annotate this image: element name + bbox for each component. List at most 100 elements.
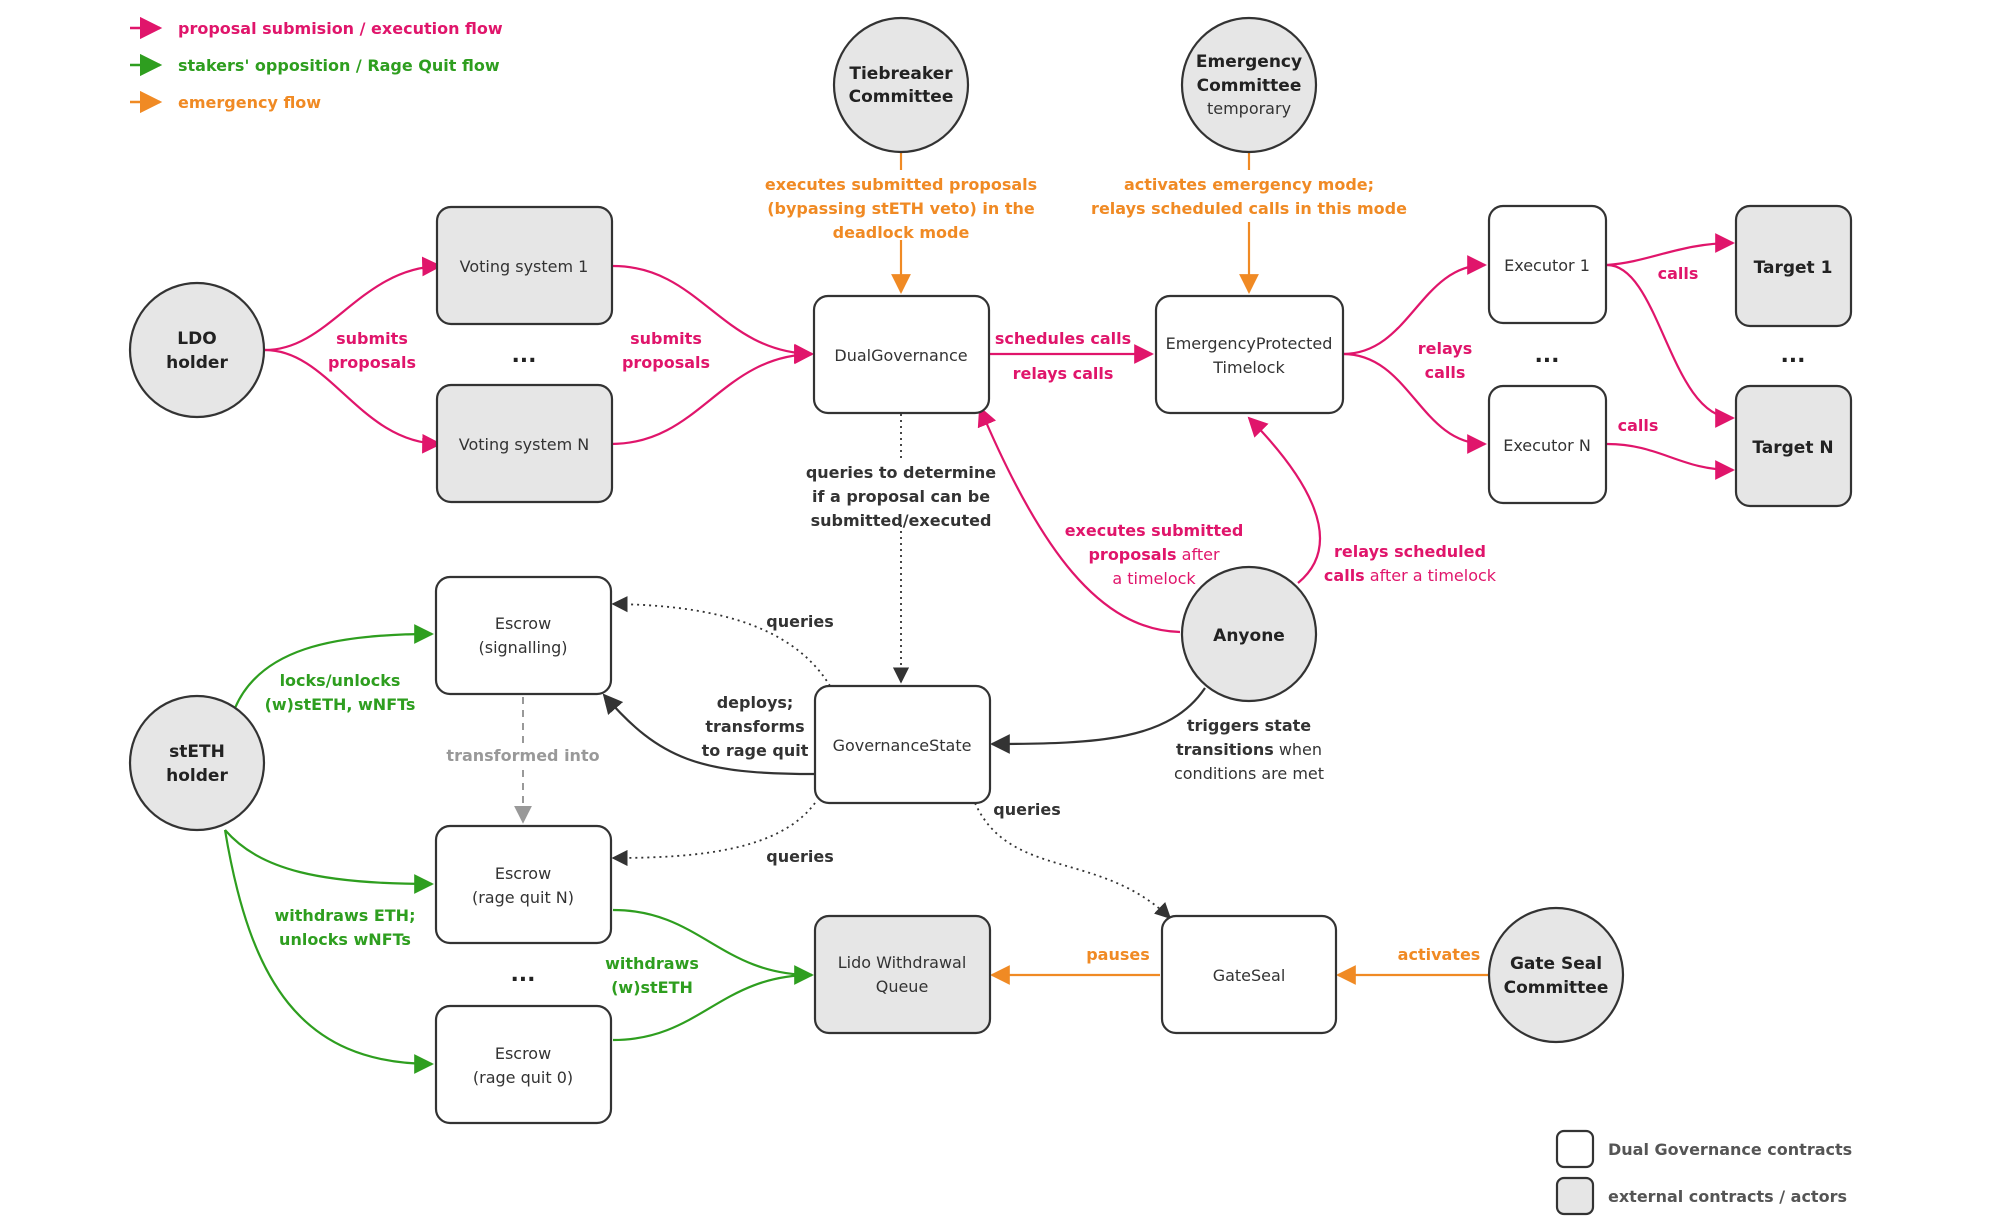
- target-ellipsis: ...: [1780, 343, 1805, 368]
- legend: proposal submision / execution flow stak…: [130, 16, 503, 114]
- label-activates: activates: [1398, 945, 1481, 964]
- node-ldo-holder: LDO holder: [128, 281, 266, 419]
- executor-ellipsis: ...: [1534, 343, 1559, 368]
- legend-external-label: external contracts / actors: [1608, 1187, 1847, 1206]
- edge-anyone-dg: [977, 406, 1181, 634]
- label-emergency-line2: relays scheduled calls in this mode: [1091, 199, 1407, 218]
- label-triggers-line2-rest: when: [1274, 740, 1322, 759]
- label-pauses: pauses: [1086, 945, 1150, 964]
- label-triggers-line2: transitions when: [1176, 740, 1322, 759]
- label-queries-gateseal: queries: [993, 800, 1060, 819]
- node-executor-1: Executor 1: [1487, 204, 1608, 325]
- ldo-line1: LDO: [177, 329, 216, 349]
- wq-line1: Lido Withdrawal: [838, 953, 967, 972]
- node-escrow-rq-n: Escrow (rage quit N): [434, 824, 613, 945]
- tiebreaker-line1: Tiebreaker: [849, 64, 953, 84]
- label-schedules-calls: schedules calls: [995, 329, 1131, 348]
- node-governance-state: GovernanceState: [813, 684, 992, 805]
- label-executes-line2-bold: proposals: [1088, 545, 1176, 564]
- edge-exec1-target1: [1606, 233, 1735, 267]
- label-locks-line2: (w)stETH, wNFTs: [265, 695, 416, 714]
- label-executes-line2: proposals after: [1088, 545, 1219, 564]
- legend-dg-label: Dual Governance contracts: [1608, 1140, 1852, 1159]
- timelock-line2: Timelock: [1212, 358, 1285, 377]
- node-timelock: EmergencyProtected Timelock: [1154, 294, 1345, 415]
- label-withdraws-steth-line2: (w)stETH: [611, 978, 693, 997]
- label-submits-2-line2: proposals: [622, 353, 710, 372]
- label-queries-determine-line3: submitted/executed: [811, 511, 992, 530]
- edge-steth-escrow-rq0: [223, 829, 434, 1074]
- node-gate-seal-committee: Gate Seal Committee: [1487, 906, 1625, 1044]
- label-withdraws-steth-line1: withdraws: [605, 954, 699, 973]
- escrow-rqn-line2: (rage quit N): [472, 888, 574, 907]
- label-triggers-line2-bold: transitions: [1176, 740, 1274, 759]
- edge-anyone-gs: [990, 687, 1206, 754]
- gs-label: GovernanceState: [833, 736, 972, 755]
- edge-timelock-execn: [1342, 352, 1487, 454]
- node-target-n: Target N: [1734, 384, 1853, 508]
- label-triggers-line3: conditions are met: [1174, 764, 1324, 783]
- dg-label: DualGovernance: [834, 346, 967, 365]
- label-calls-n: calls: [1618, 416, 1659, 435]
- label-triggers-line1: triggers state: [1187, 716, 1311, 735]
- emergency-line2: Committee: [1197, 76, 1302, 96]
- ldo-line2: holder: [166, 353, 228, 373]
- escrow-sig-line2: (signalling): [479, 638, 568, 657]
- node-type-legend: Dual Governance contracts external contr…: [1555, 1129, 1852, 1216]
- node-target-1: Target 1: [1734, 204, 1853, 328]
- label-executes-line3: a timelock: [1112, 569, 1196, 588]
- label-queries-bottom: queries: [766, 847, 833, 866]
- gateseal-label: GateSeal: [1213, 966, 1286, 985]
- label-executes-line1: executes submitted: [1065, 521, 1244, 540]
- label-tiebreaker-line3: deadlock mode: [833, 223, 970, 242]
- execn-label: Executor N: [1503, 436, 1591, 455]
- label-queries-determine-line1: queries to determine: [806, 463, 996, 482]
- escrow-rq0-line1: Escrow: [495, 1044, 551, 1063]
- edge-gs-deploy: [602, 693, 815, 776]
- label-submits-1-line1: submits: [336, 329, 408, 348]
- voting1-label: Voting system 1: [460, 257, 589, 276]
- label-deploys-line2: transforms: [705, 717, 804, 736]
- edge-anyone-timelock: [1247, 416, 1322, 584]
- gsc-line2: Committee: [1504, 978, 1609, 998]
- edge-exec1-targetn: [1606, 263, 1735, 428]
- node-dual-governance: DualGovernance: [812, 294, 991, 415]
- label-emergency-line1: activates emergency mode;: [1124, 175, 1374, 194]
- gsc-line1: Gate Seal: [1510, 954, 1602, 974]
- label-tiebreaker-line2: (bypassing stETH veto) in the: [767, 199, 1035, 218]
- edge-timelock-exec1: [1342, 255, 1487, 356]
- escrow-rq0-line2: (rage quit 0): [473, 1068, 573, 1087]
- edge-escrow-rqn-wq: [612, 908, 814, 985]
- targetn-label: Target N: [1752, 438, 1833, 458]
- edge-steth-escrow-sig: [233, 624, 434, 709]
- label-relays-scheduled-line2-rest: after a timelock: [1365, 566, 1497, 585]
- emergency-sub: temporary: [1207, 99, 1291, 118]
- steth-line1: stETH: [169, 742, 225, 762]
- node-gate-seal: GateSeal: [1160, 914, 1338, 1035]
- anyone-label: Anyone: [1213, 626, 1285, 646]
- legend-opposition-label: stakers' opposition / Rage Quit flow: [178, 56, 500, 75]
- legend-emergency-label: emergency flow: [178, 93, 321, 112]
- node-escrow-rq-0: Escrow (rage quit 0): [434, 1004, 613, 1125]
- label-locks-line1: locks/unlocks: [280, 671, 401, 690]
- label-tiebreaker-line1: executes submitted proposals: [765, 175, 1037, 194]
- wq-line2: Queue: [876, 977, 929, 996]
- escrow-rqn-line1: Escrow: [495, 864, 551, 883]
- label-relays-scheduled-line2-bold: calls: [1324, 566, 1365, 585]
- label-executes-line2-rest: after: [1177, 545, 1220, 564]
- label-queries-determine-line2: if a proposal can be: [812, 487, 990, 506]
- nodes: Tiebreaker Committee Emergency Committee…: [128, 16, 1853, 1125]
- node-escrow-signalling: Escrow (signalling): [434, 575, 613, 696]
- label-submits-2-line1: submits: [630, 329, 702, 348]
- tiebreaker-line2: Committee: [849, 87, 954, 107]
- label-transformed-into: transformed into: [446, 746, 599, 765]
- edge-ldo-votingn: [264, 348, 442, 454]
- node-tiebreaker-committee: Tiebreaker Committee: [832, 16, 970, 154]
- timelock-line1: EmergencyProtected: [1166, 334, 1333, 353]
- edge-gs-escrow-sig: [611, 596, 831, 687]
- node-executor-n: Executor N: [1487, 384, 1608, 505]
- edge-ldo-voting1: [264, 256, 442, 352]
- edge-gs-gateseal: [974, 802, 1172, 920]
- label-calls-1: calls: [1658, 264, 1699, 283]
